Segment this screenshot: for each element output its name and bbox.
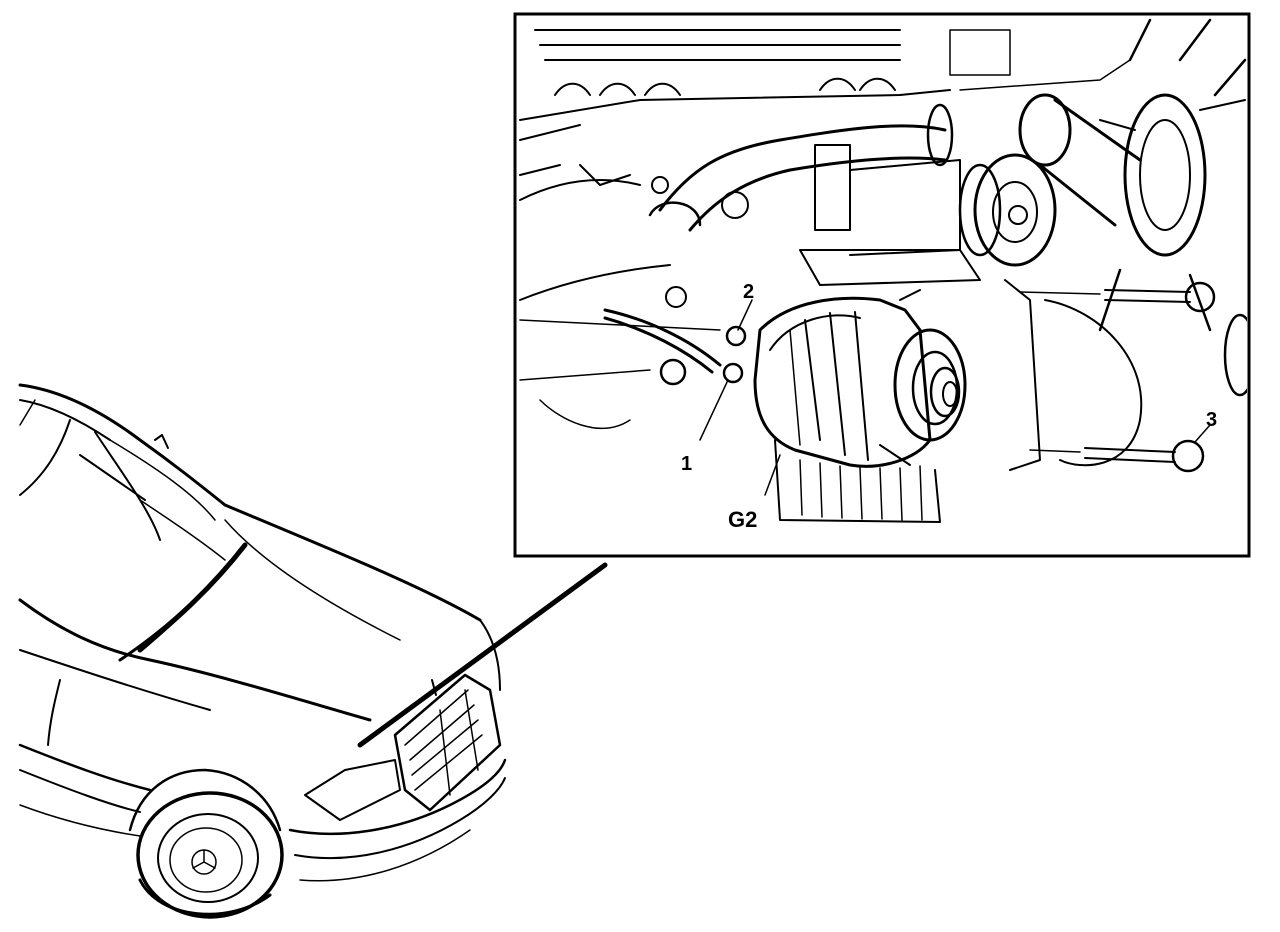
callout-leader-2 (737, 299, 753, 331)
engine-detail-inset: 1 2 3 G2 (513, 12, 1251, 558)
callout-leader-3 (1194, 424, 1211, 443)
callout-leader-1 (699, 379, 729, 441)
alternator-g2 (753, 289, 967, 523)
callout-label-1: 1 (681, 453, 692, 475)
leader-line (357, 562, 608, 748)
callout-label-3: 3 (1206, 409, 1217, 431)
callout-leader-g2 (764, 454, 781, 496)
bolt-upper (1019, 281, 1216, 313)
cooling-fan (1098, 18, 1247, 332)
callout-label-2: 2 (743, 281, 754, 303)
front-wheel (136, 791, 284, 919)
bolt-lower (1029, 439, 1205, 473)
car-illustration (18, 383, 608, 919)
callout-label-g2: G2 (728, 507, 757, 532)
